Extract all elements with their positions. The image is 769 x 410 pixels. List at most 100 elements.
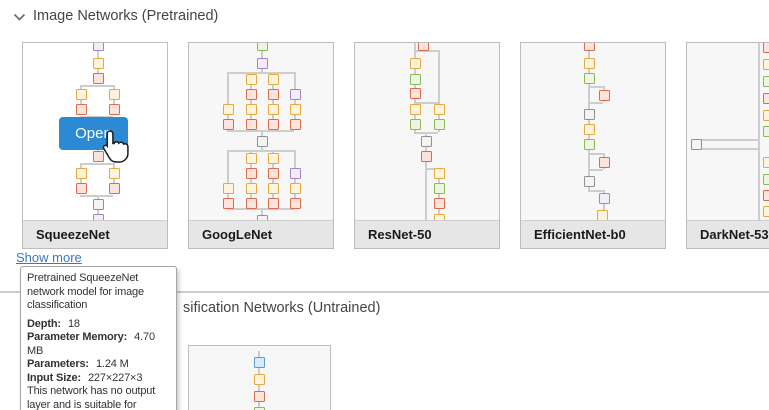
layer-node [267, 152, 279, 164]
layer-node [253, 356, 265, 368]
network-card-squeezenet[interactable]: SqueezeNet [22, 42, 168, 249]
layer-node [417, 43, 429, 51]
section-header-untrained-partial[interactable]: sification Networks (Untrained) [183, 300, 381, 316]
layer-node [92, 43, 104, 51]
connector-line [414, 102, 416, 133]
layer-node [762, 189, 769, 201]
tooltip-field-parameter-memory: Parameter Memory:4.70 MB [27, 331, 155, 357]
tooltip-description: Pretrained SqueezeNet network model for … [27, 272, 144, 311]
connector-line [425, 162, 427, 220]
layer-node [256, 57, 268, 69]
layer-node [583, 123, 595, 135]
layer-node [245, 152, 257, 164]
layer-node [108, 103, 120, 115]
network-card-title: GoogLeNet [189, 220, 333, 248]
connector-line [261, 208, 263, 220]
layer-node [598, 156, 610, 168]
layer-node [598, 89, 610, 101]
layer-node [222, 182, 234, 194]
layer-node [583, 108, 595, 120]
layer-node [433, 167, 445, 179]
network-card-googlenet[interactable]: GoogLeNet [188, 42, 334, 249]
connector-line [438, 168, 440, 220]
tooltip-field-input-size: Input Size:227×227×3 [27, 371, 143, 384]
layer-node [420, 135, 432, 147]
connector-line [700, 139, 759, 141]
network-card-title: EfficientNet-b0 [521, 220, 665, 248]
layer-node [583, 57, 595, 69]
network-thumbnail [189, 43, 333, 220]
network-card-resnet-50[interactable]: ResNet-50 [354, 42, 500, 249]
section-title: Image Networks (Pretrained) [33, 8, 219, 24]
layer-node [267, 182, 279, 194]
network-card-darknet-53[interactable]: DarkNet-53 [686, 42, 769, 249]
layer-node [108, 167, 120, 179]
layer-node [762, 125, 769, 137]
connector-line [425, 132, 427, 163]
network-card-title: ResNet-50 [355, 220, 499, 248]
layer-node [762, 205, 769, 217]
layer-node [245, 73, 257, 85]
network-info-tooltip: Pretrained SqueezeNet network model for … [20, 266, 177, 410]
layer-node [256, 214, 268, 220]
layer-node [433, 197, 445, 209]
layer-node [409, 73, 421, 85]
layer-node [762, 109, 769, 121]
section-header-pretrained[interactable]: Image Networks (Pretrained) [13, 8, 218, 24]
connector-line [700, 148, 759, 150]
layer-node [75, 88, 87, 100]
layer-node [762, 75, 769, 87]
connector-line [227, 72, 229, 131]
layer-node [409, 57, 421, 69]
layer-node [253, 406, 265, 410]
layer-node [433, 103, 445, 115]
layer-node [222, 118, 234, 130]
layer-node [222, 197, 234, 209]
connector-line [227, 150, 229, 209]
section-divider [0, 291, 769, 293]
hand-pointer-cursor [99, 129, 131, 171]
layer-node [433, 213, 445, 220]
show-more-link[interactable]: Show more [16, 250, 82, 265]
layer-node [289, 118, 301, 130]
layer-node [267, 73, 279, 85]
layer-node [583, 175, 595, 187]
layer-node [267, 118, 279, 130]
connector-line [272, 72, 274, 131]
layer-node [256, 43, 268, 51]
layer-node [75, 167, 87, 179]
layer-node [762, 58, 769, 70]
layer-node [598, 192, 610, 204]
layer-node [222, 103, 234, 115]
layer-node [75, 182, 87, 194]
tooltip-note: This network has no output layer and is … [27, 385, 156, 410]
network-thumbnail [521, 43, 665, 220]
layer-node [245, 197, 257, 209]
connector-line [438, 50, 440, 103]
layer-node [245, 118, 257, 130]
layer-node [267, 197, 279, 209]
chevron-down-icon[interactable] [13, 13, 26, 22]
layer-node [92, 57, 104, 69]
connector-line [250, 150, 252, 209]
layer-node [245, 182, 257, 194]
connector-line [250, 72, 252, 131]
network-thumbnail [355, 43, 499, 220]
network-card-efficientnet-b0[interactable]: EfficientNet-b0 [520, 42, 666, 249]
layer-node [596, 209, 608, 220]
layer-node [245, 167, 257, 179]
connector-line [414, 43, 416, 103]
layer-node [245, 88, 257, 100]
layer-node [267, 103, 279, 115]
layer-node [289, 167, 301, 179]
network-card[interactable] [188, 345, 331, 410]
connector-line [588, 190, 604, 192]
layer-node [92, 72, 104, 84]
network-thumbnail [687, 43, 769, 220]
layer-node [762, 156, 769, 168]
layer-node [433, 118, 445, 130]
connector-line [227, 72, 295, 74]
network-thumbnail [189, 346, 330, 410]
connector-line [80, 163, 114, 165]
connector-line [80, 85, 114, 87]
